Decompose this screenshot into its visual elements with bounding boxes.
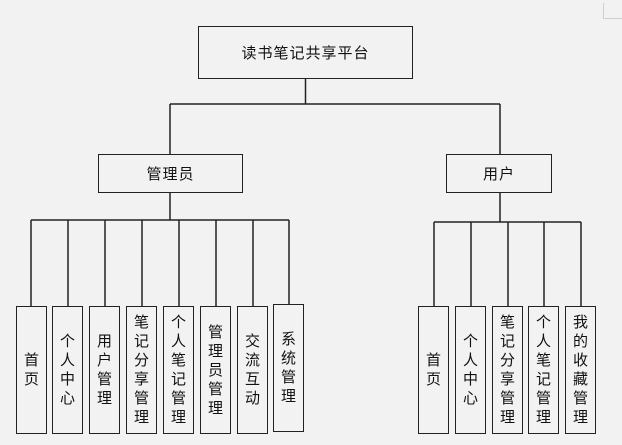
admin-leaf-label: 用户管理 bbox=[96, 332, 112, 407]
admin-leaf-label: 管理员管理 bbox=[207, 322, 223, 417]
user-node: 用户 bbox=[446, 154, 552, 193]
admin-leaf: 用户管理 bbox=[89, 306, 120, 434]
admin-node-label: 管理员 bbox=[146, 165, 195, 183]
admin-leaf: 系统管理 bbox=[273, 304, 304, 432]
user-leaf: 我的收藏管理 bbox=[565, 306, 596, 434]
root-node: 读书笔记共享平台 bbox=[198, 26, 413, 79]
user-leaf-label: 个人中心 bbox=[462, 332, 478, 407]
user-leaf: 笔记分享管理 bbox=[492, 306, 523, 434]
user-leaf-label: 个人笔记管理 bbox=[535, 313, 551, 426]
user-leaf: 个人中心 bbox=[455, 306, 486, 434]
user-leaf: 个人笔记管理 bbox=[528, 306, 559, 434]
admin-leaf: 笔记分享管理 bbox=[126, 306, 157, 434]
root-node-label: 读书笔记共享平台 bbox=[241, 44, 370, 62]
corner-mark bbox=[603, 3, 622, 19]
admin-leaf-label: 系统管理 bbox=[280, 330, 296, 405]
admin-node: 管理员 bbox=[98, 154, 243, 193]
admin-leaf: 管理员管理 bbox=[200, 306, 231, 434]
admin-leaf-label: 个人笔记管理 bbox=[170, 313, 186, 426]
admin-leaf: 个人笔记管理 bbox=[163, 306, 194, 434]
user-node-label: 用户 bbox=[482, 165, 515, 183]
user-leaf-label: 首页 bbox=[425, 351, 441, 388]
user-leaf-label: 笔记分享管理 bbox=[499, 313, 515, 426]
admin-leaf-label: 个人中心 bbox=[59, 332, 75, 407]
admin-leaf: 个人中心 bbox=[52, 306, 83, 434]
admin-leaf-label: 笔记分享管理 bbox=[133, 313, 149, 426]
admin-leaf: 首页 bbox=[16, 306, 47, 434]
user-leaf-label: 我的收藏管理 bbox=[572, 313, 588, 426]
admin-leaf: 交流互动 bbox=[237, 306, 268, 434]
admin-leaf-label: 交流互动 bbox=[244, 332, 260, 407]
user-leaf: 首页 bbox=[418, 306, 449, 434]
admin-leaf-label: 首页 bbox=[23, 351, 39, 388]
